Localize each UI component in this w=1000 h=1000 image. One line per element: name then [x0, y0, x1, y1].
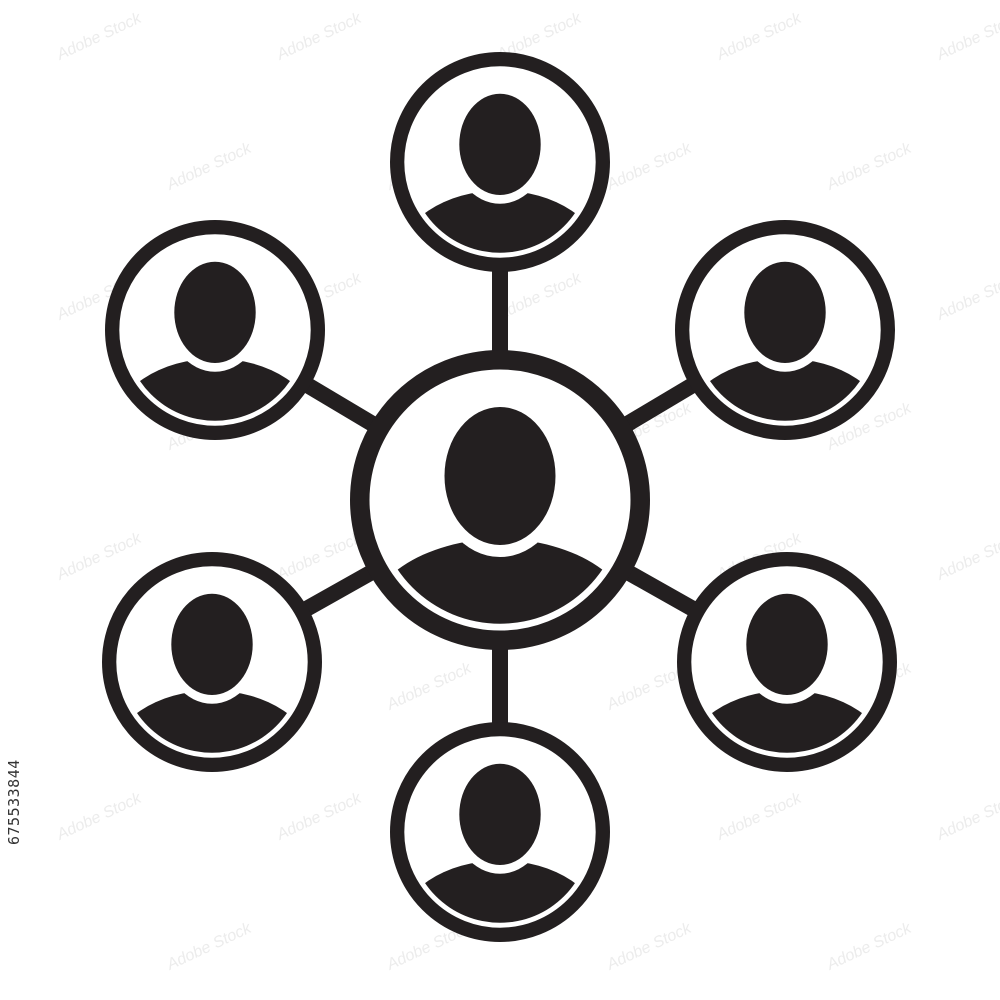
outer-person-node-upper-left: [105, 219, 325, 440]
watermark-text: Adobe Stock: [824, 919, 915, 974]
watermark-text: Adobe Stock: [54, 9, 145, 64]
person-icon: [121, 585, 303, 753]
person-icon: [696, 585, 878, 753]
center-person-node: [350, 350, 650, 650]
person-body: [694, 358, 876, 421]
person-head: [171, 593, 253, 696]
watermark-text: Adobe Stock: [164, 919, 255, 974]
watermark-text: Adobe Stock: [274, 9, 365, 64]
person-icon: [409, 84, 591, 253]
person-body: [124, 358, 306, 421]
person-body: [409, 860, 591, 923]
watermark-text: Adobe Stock: [934, 529, 1000, 584]
person-body: [696, 690, 878, 753]
outer-person-node-upper-right: [675, 219, 896, 440]
person-icon: [376, 395, 624, 624]
person-body: [376, 539, 624, 624]
watermark-text: Adobe Stock: [714, 9, 805, 64]
watermark-text: Adobe Stock: [54, 789, 145, 844]
watermark-text: Adobe Stock: [54, 529, 145, 584]
watermark-text: Adobe Stock: [934, 789, 1000, 844]
person-icon: [694, 253, 876, 421]
person-head: [744, 261, 826, 363]
person-head: [746, 593, 828, 696]
outer-person-node-bottom: [389, 722, 610, 943]
person-body: [409, 190, 591, 253]
person-head: [459, 763, 541, 866]
watermark-text: Adobe Stock: [604, 139, 695, 194]
outer-person-node-lower-left: [102, 552, 322, 773]
node-layer: [102, 52, 898, 943]
person-head: [174, 261, 256, 363]
person-icon: [124, 253, 306, 421]
watermark-text: Adobe Stock: [824, 139, 915, 194]
watermark-text: Adobe Stock: [934, 9, 1000, 64]
watermark-text: Adobe Stock: [274, 789, 365, 844]
stock-id-label: 675533844: [5, 759, 23, 845]
watermark-text: Adobe Stock: [164, 139, 255, 194]
watermark-text: Adobe Stock: [934, 269, 1000, 324]
watermark-text: Adobe Stock: [384, 659, 475, 714]
watermark-text: Adobe Stock: [714, 789, 805, 844]
person-head: [459, 93, 541, 195]
watermark-text: Adobe Stock: [604, 919, 695, 974]
outer-person-node-lower-right: [677, 552, 898, 773]
person-body: [121, 690, 303, 753]
person-icon: [409, 755, 591, 923]
outer-person-node-top: [389, 52, 610, 272]
person-head: [444, 407, 556, 545]
